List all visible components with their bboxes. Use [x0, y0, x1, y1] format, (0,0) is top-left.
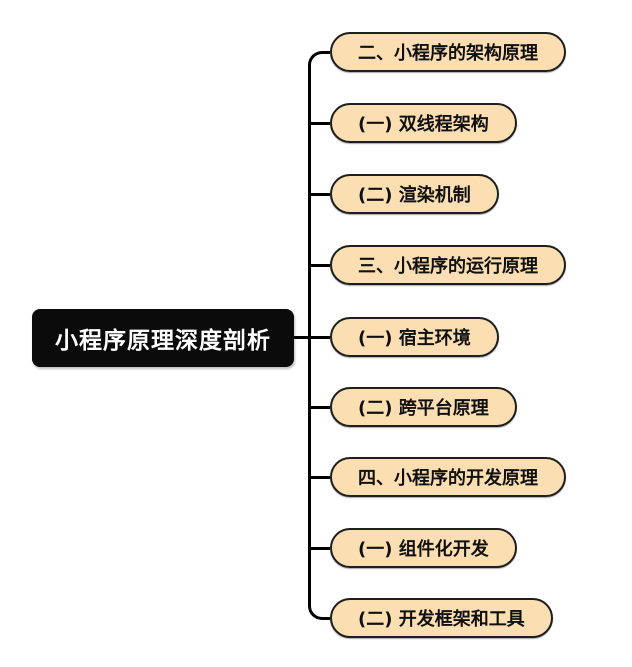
branch-connector-line [308, 546, 330, 550]
trunk-connector-line [308, 50, 330, 620]
mindmap-node-development-principle[interactable]: 四、小程序的开发原理 [330, 457, 566, 497]
mindmap-node-cross-platform-principle[interactable]: (二) 跨平台原理 [330, 387, 517, 427]
mindmap-node-dual-thread-architecture[interactable]: (一) 双线程架构 [330, 103, 517, 143]
mindmap-root-node[interactable]: 小程序原理深度剖析 [32, 309, 294, 367]
mindmap-node-runtime-principle[interactable]: 三、小程序的运行原理 [330, 245, 566, 285]
mindmap-node-host-environment[interactable]: (一) 宿主环境 [330, 317, 499, 357]
branch-connector-line [308, 263, 330, 267]
mindmap-node-component-development[interactable]: (一) 组件化开发 [330, 528, 517, 568]
mindmap-node-architecture-principle[interactable]: 二、小程序的架构原理 [330, 32, 566, 72]
branch-connector-line [308, 475, 330, 479]
branch-connector-line [308, 192, 330, 196]
root-connector-line [292, 335, 330, 339]
branch-connector-line [308, 121, 330, 125]
mindmap-node-dev-frameworks-tools[interactable]: (二) 开发框架和工具 [330, 598, 553, 638]
mindmap-node-rendering-mechanism[interactable]: (二) 渲染机制 [330, 174, 499, 214]
branch-connector-line [308, 405, 330, 409]
